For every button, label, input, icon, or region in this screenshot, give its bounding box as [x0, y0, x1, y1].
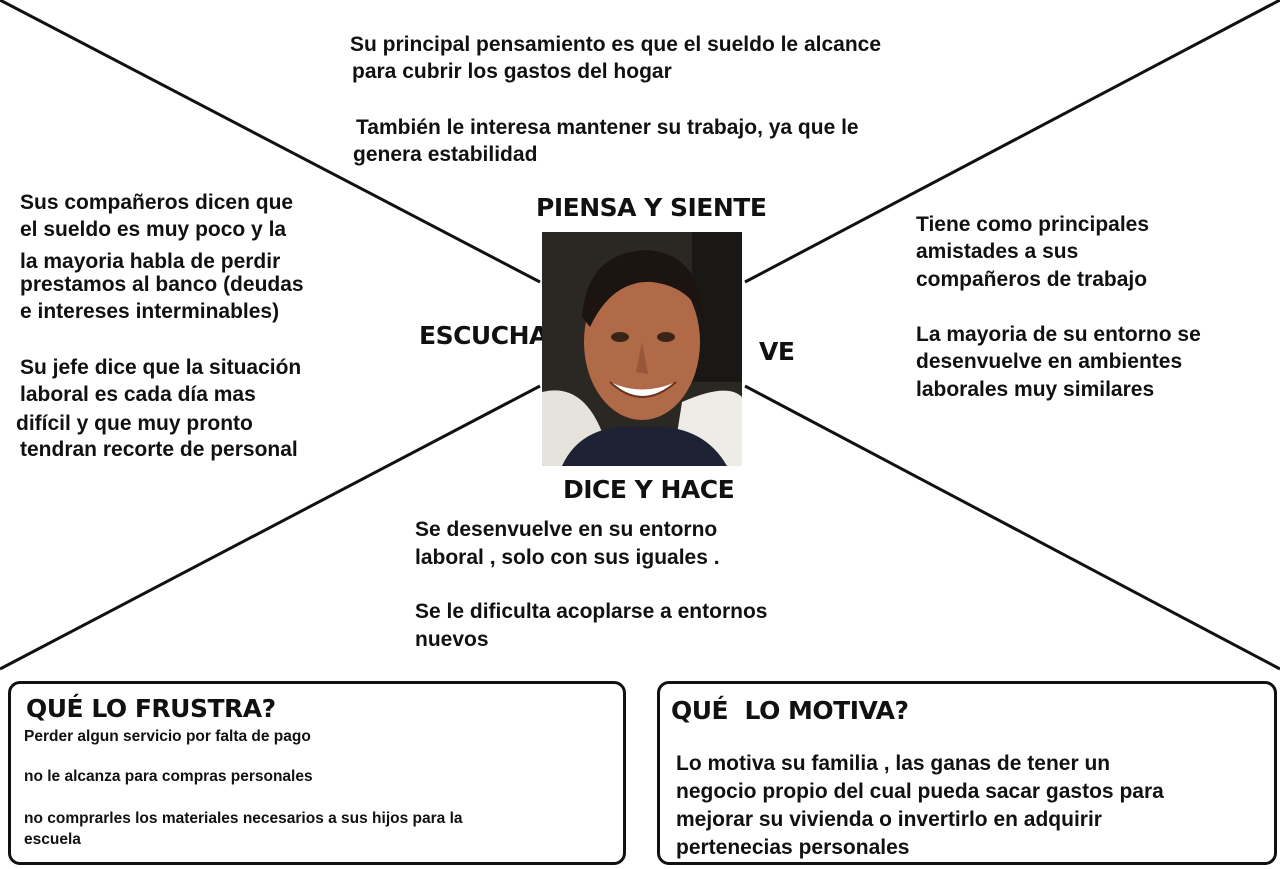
person-photo: [542, 232, 742, 466]
frustration-item-3: no comprarles los materiales necesarios …: [24, 810, 463, 827]
hears-line-2: el sueldo es muy poco y la: [20, 218, 287, 241]
motivations-box: QUÉ LO MOTIVA? Lo motiva su familia , la…: [657, 681, 1277, 865]
sees-line-3: compañeros de trabajo: [916, 268, 1148, 291]
says-line-1: Se desenvuelve en su entorno: [415, 518, 718, 541]
person-portrait-icon: [542, 232, 742, 466]
sees-line-6: laborales muy similares: [916, 378, 1155, 401]
frustration-item-4: escuela: [24, 831, 81, 848]
motivation-line-1: Lo motiva su familia , las ganas de tene…: [676, 752, 1111, 775]
says-line-2: laboral , solo con sus iguales .: [415, 546, 720, 569]
sees-line-5: desenvuelve en ambientes: [916, 350, 1183, 373]
sees-line-4: La mayoria de su entorno se: [916, 323, 1201, 346]
thinks-heading: PIENSA Y SIENTE: [536, 193, 767, 222]
frustrations-box: QUÉ LO FRUSTRA? Perder algun servicio po…: [8, 681, 626, 865]
hears-line-8: difícil y que muy pronto: [16, 412, 253, 435]
hears-line-9: tendran recorte de personal: [20, 438, 298, 461]
divider-bottom-right: [744, 384, 1280, 671]
thinks-line-3: También le interesa mantener su trabajo,…: [356, 116, 859, 139]
motivation-line-2: negocio propio del cual pueda sacar gast…: [676, 780, 1164, 803]
thinks-line-2: para cubrir los gastos del hogar: [352, 60, 672, 83]
says-line-4: nuevos: [415, 628, 489, 651]
hears-line-4: prestamos al banco (deudas: [20, 273, 304, 296]
motivations-title: QUÉ LO MOTIVA?: [671, 696, 909, 725]
says-heading: DICE Y HACE: [563, 475, 735, 504]
sees-heading: VE: [759, 337, 795, 366]
frustrations-title: QUÉ LO FRUSTRA?: [26, 694, 276, 723]
says-line-3: Se le dificulta acoplarse a entornos: [415, 600, 768, 623]
divider-bottom-left: [0, 384, 541, 671]
hears-line-5: e intereses interminables): [20, 300, 280, 323]
hears-line-7: laboral es cada día mas: [20, 383, 256, 406]
motivation-line-4: pertenecias personales: [676, 836, 910, 859]
sees-line-1: Tiene como principales: [916, 213, 1150, 236]
divider-top-right: [744, 0, 1280, 284]
sees-line-2: amistades a sus: [916, 240, 1079, 263]
hears-line-1: Sus compañeros dicen que: [20, 191, 294, 214]
hears-line-3: la mayoria habla de perdir: [20, 250, 281, 273]
hears-line-6: Su jefe dice que la situación: [20, 356, 302, 379]
frustration-item-1: Perder algun servicio por falta de pago: [24, 728, 311, 745]
hears-heading: ESCUCHA: [419, 321, 548, 350]
motivation-line-3: mejorar su vivienda o invertirlo en adqu…: [676, 808, 1102, 831]
frustration-item-2: no le alcanza para compras personales: [24, 768, 313, 785]
thinks-line-1: Su principal pensamiento es que el sueld…: [350, 33, 882, 56]
divider-top-left: [0, 0, 541, 284]
thinks-line-4: genera estabilidad: [353, 143, 538, 166]
